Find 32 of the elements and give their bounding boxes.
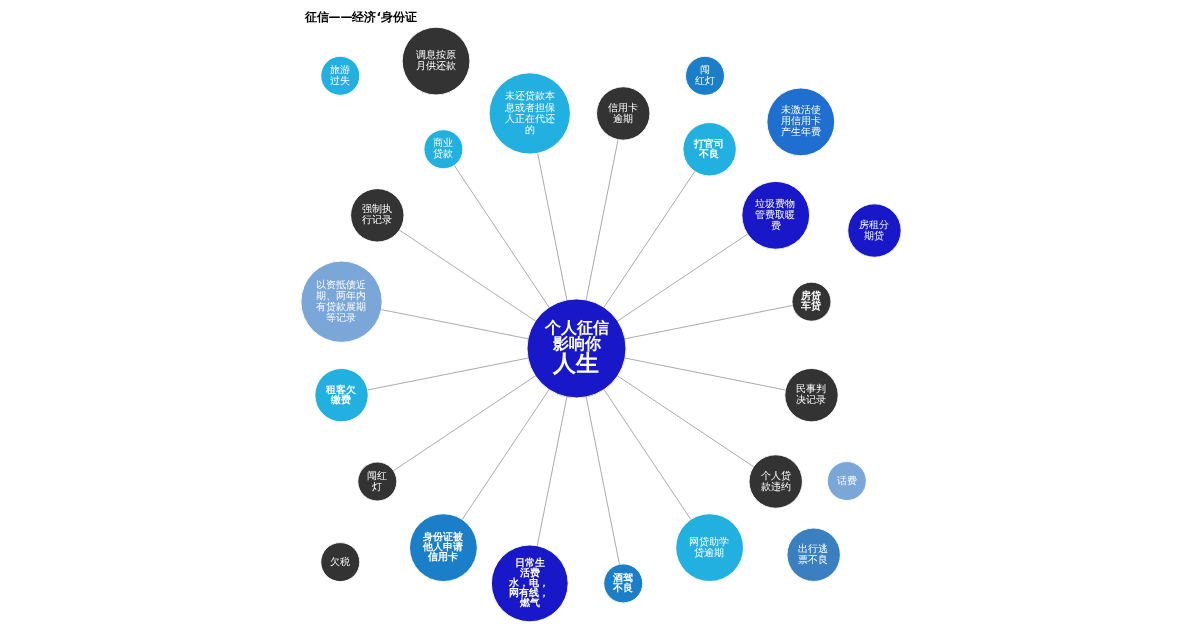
node-circle: 酒驾不良 — [602, 563, 643, 604]
node-circle: 个人贷款违约 — [748, 454, 803, 509]
node-circle: 出行逃票不良 — [786, 527, 841, 582]
node-circle: 闯红灯 — [356, 461, 397, 502]
connector — [398, 230, 536, 322]
node-circle: 房租分期贷 — [846, 203, 902, 258]
node-circle: 强制执行记录 — [349, 188, 404, 243]
node-circle: 以资抵债近期、两年内有贷款展期等记录 — [299, 260, 383, 343]
connector — [616, 375, 754, 467]
connector — [392, 375, 536, 471]
node-circle: 闯红灯 — [684, 55, 725, 96]
node-circle: 欠税 — [319, 542, 360, 583]
node-circle: 网贷助学贷逾期 — [674, 513, 744, 582]
connector — [585, 139, 618, 301]
node-circle: 未还贷款本息或者担保人正在代还的 — [488, 72, 571, 155]
node-circle: 商业贷款 — [422, 129, 463, 170]
diagram-title: 征信——经济‘身份证 — [304, 10, 417, 25]
node-circle: 旅游过失 — [319, 55, 360, 96]
connector — [624, 305, 793, 339]
node-circle: 话费 — [826, 461, 867, 501]
node-circle: 身份证被他人申请信用卡 — [408, 513, 478, 582]
node-circle: 个人征信影响你 人生 — [526, 298, 626, 399]
node-circle: 信用卡逾期 — [595, 86, 650, 141]
node-circle: 打官司不良 — [681, 122, 737, 177]
node-circle: 调息按原月供还款 — [401, 26, 470, 96]
connector — [624, 357, 785, 391]
node-circle: 租客欠缴费 — [313, 368, 369, 423]
node-circle: 垃圾费物管费取暖费 — [740, 181, 810, 250]
node-circle: 日常生活费 水，电，网有线，燃气 — [490, 544, 569, 623]
node-circle: 房贷车贷 — [791, 281, 831, 322]
node-circle: 未激活使用信用卡产生年费 — [765, 87, 835, 157]
node-circle: 民事判决记录 — [783, 368, 839, 423]
